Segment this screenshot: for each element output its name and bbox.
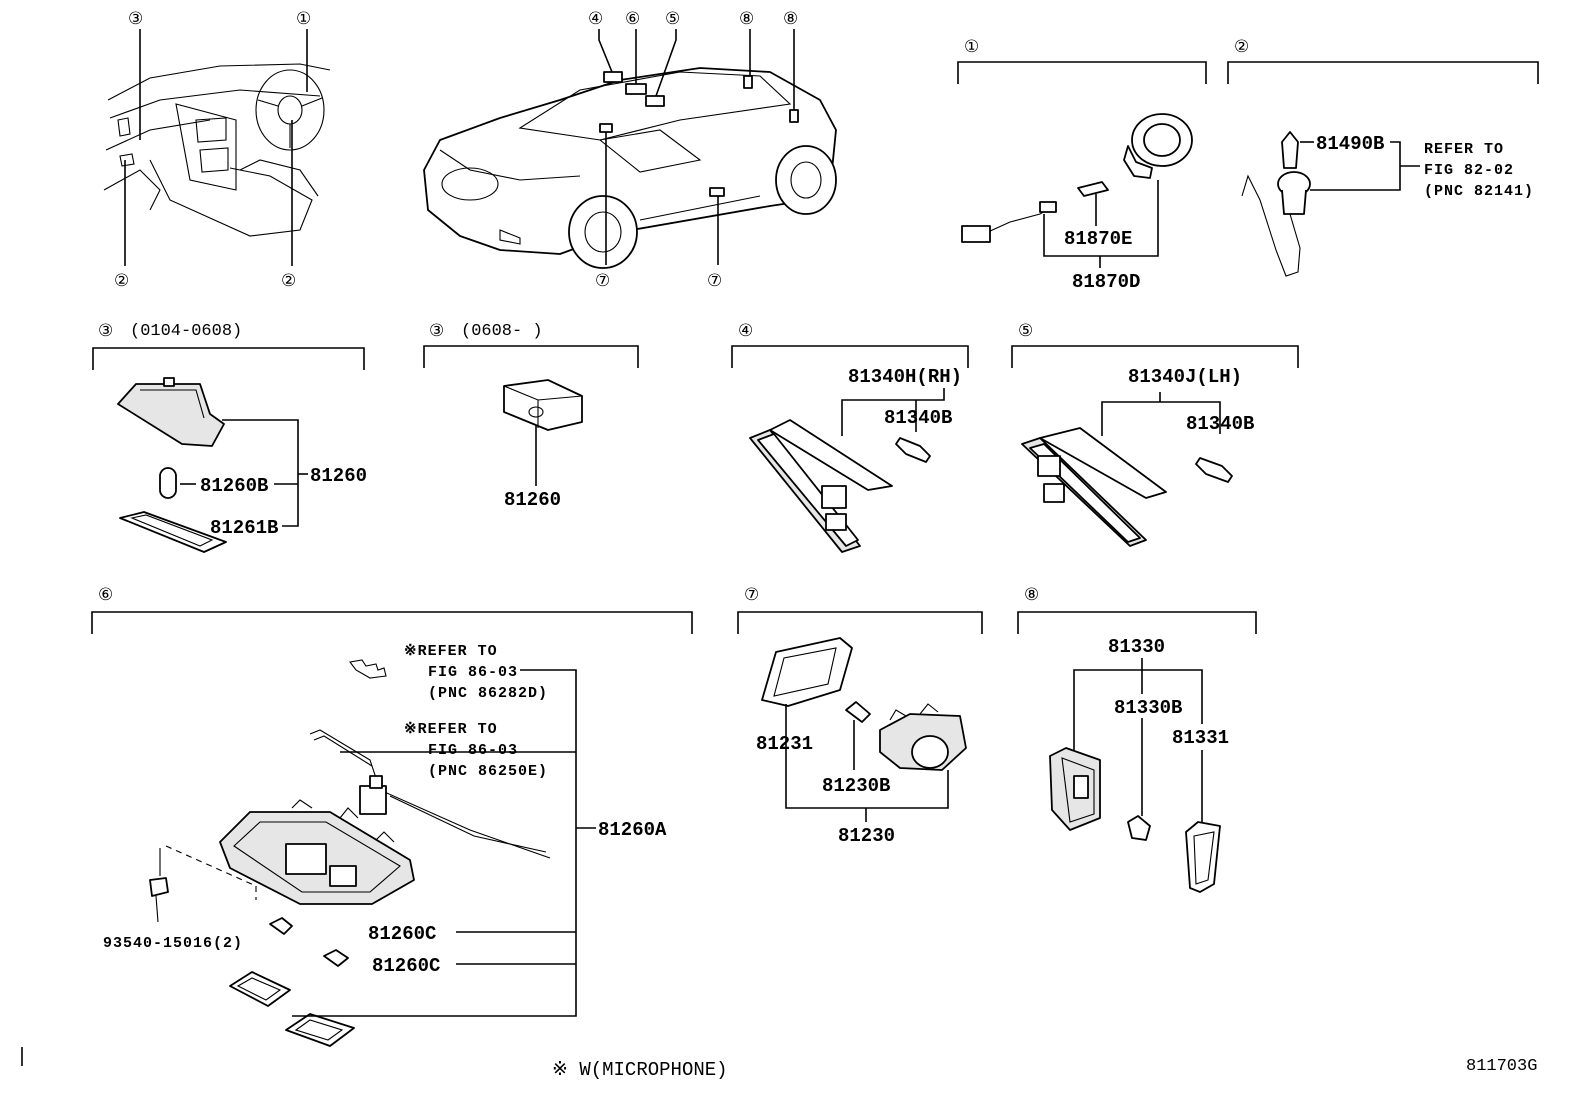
refer-fig: FIG 82-02 xyxy=(1424,162,1514,179)
interior-overview-illustration xyxy=(103,63,331,237)
marker-4: ④ xyxy=(738,323,753,342)
marker-5: ⑤ xyxy=(665,9,680,28)
marker-1: ① xyxy=(296,9,311,28)
marker-3: ③ xyxy=(429,323,444,342)
refer-pnc: (PNC 86282D) xyxy=(428,685,548,702)
section-date-range: (0104-0608) xyxy=(130,322,242,341)
refer-to-label: ※REFER TO xyxy=(404,643,498,660)
marker-2: ② xyxy=(1234,39,1249,58)
marker-6: ⑥ xyxy=(625,9,640,28)
refer-to-label: REFER TO xyxy=(1424,141,1504,158)
refer-to-label: ※REFER TO xyxy=(404,721,498,738)
part-81340H-RH: 81340H(RH) xyxy=(848,366,962,388)
marker-8: ⑧ xyxy=(1024,587,1039,606)
marker-4: ④ xyxy=(588,9,603,28)
part-81330B: 81330B xyxy=(1114,697,1182,719)
part-81260C: 81260C xyxy=(372,955,440,977)
marker-callouts-overview: ③ ① ② ② ④ ⑥ ⑤ ⑧ ⑧ ⑦ ⑦ xyxy=(114,9,798,290)
marker-8: ⑧ xyxy=(739,9,754,28)
section-3a-glovebox-light: ③ (0104-0608) 81260 81260B 81261B xyxy=(92,322,367,553)
marker-1: ① xyxy=(964,39,979,58)
marker-7: ⑦ xyxy=(595,271,610,290)
refer-fig: FIG 86-03 xyxy=(428,664,518,681)
part-81870E: 81870E xyxy=(1064,228,1132,250)
footer-microphone-note: ※ W(MICROPHONE) xyxy=(552,1059,728,1081)
part-81490B: 81490B xyxy=(1316,133,1384,155)
section-7-courtesy-light: ⑦ 81231 81230B 81230 xyxy=(737,587,983,847)
section-1-ignition-light: ① 81870E 81870D xyxy=(957,39,1207,293)
marker-8: ⑧ xyxy=(783,9,798,28)
section-3b-glovebox-light: ③ (0608- ) 81260 xyxy=(423,322,639,511)
marker-6: ⑥ xyxy=(98,587,113,606)
marker-3: ③ xyxy=(98,323,113,342)
refer-fig: FIG 86-03 xyxy=(428,742,518,759)
marker-5: ⑤ xyxy=(1018,323,1033,342)
part-81340J-LH: 81340J(LH) xyxy=(1128,366,1242,388)
refer-pnc: (PNC 82141) xyxy=(1424,183,1534,200)
marker-3: ③ xyxy=(128,9,143,28)
marker-7: ⑦ xyxy=(744,587,759,606)
section-5-vanity-light-lh: ⑤ 81340J(LH) 81340B xyxy=(1011,323,1299,547)
car-overview-illustration xyxy=(423,67,837,269)
refer-pnc: (PNC 86250E) xyxy=(428,763,548,780)
section-4-vanity-light-rh: ④ 81340H(RH) 81340B xyxy=(731,323,969,553)
part-81260: 81260 xyxy=(310,465,367,487)
part-81260A: 81260A xyxy=(598,819,667,841)
part-81331: 81331 xyxy=(1172,727,1229,749)
part-81260-new: 81260 xyxy=(504,489,561,511)
part-81870D: 81870D xyxy=(1072,271,1140,293)
part-81340B: 81340B xyxy=(1186,413,1254,435)
section-8-trunk-light: ⑧ 81330 81330B 81331 xyxy=(1017,587,1257,893)
part-81330: 81330 xyxy=(1108,636,1165,658)
section-6-map-light: ⑥ 81260A 812 xyxy=(91,587,693,1047)
marker-2: ② xyxy=(114,271,129,290)
section-date-range: (0608- ) xyxy=(461,322,543,341)
page-left-mark: | xyxy=(16,1046,28,1069)
part-81261B: 81261B xyxy=(210,517,278,539)
marker-2: ② xyxy=(281,271,296,290)
part-81231: 81231 xyxy=(756,733,813,755)
part-81230B: 81230B xyxy=(822,775,890,797)
part-81340B: 81340B xyxy=(884,407,952,429)
part-93540-15016: 93540-15016(2) xyxy=(103,935,243,952)
figure-code: 811703G xyxy=(1466,1057,1537,1076)
part-81260B: 81260B xyxy=(200,475,268,497)
part-81260C: 81260C xyxy=(368,923,436,945)
section-2-cigarette-lighter-light: ② 81490B REFER TO FIG 82-02 (PNC 82141) xyxy=(1227,39,1539,277)
marker-7: ⑦ xyxy=(707,271,722,290)
part-81230: 81230 xyxy=(838,825,895,847)
